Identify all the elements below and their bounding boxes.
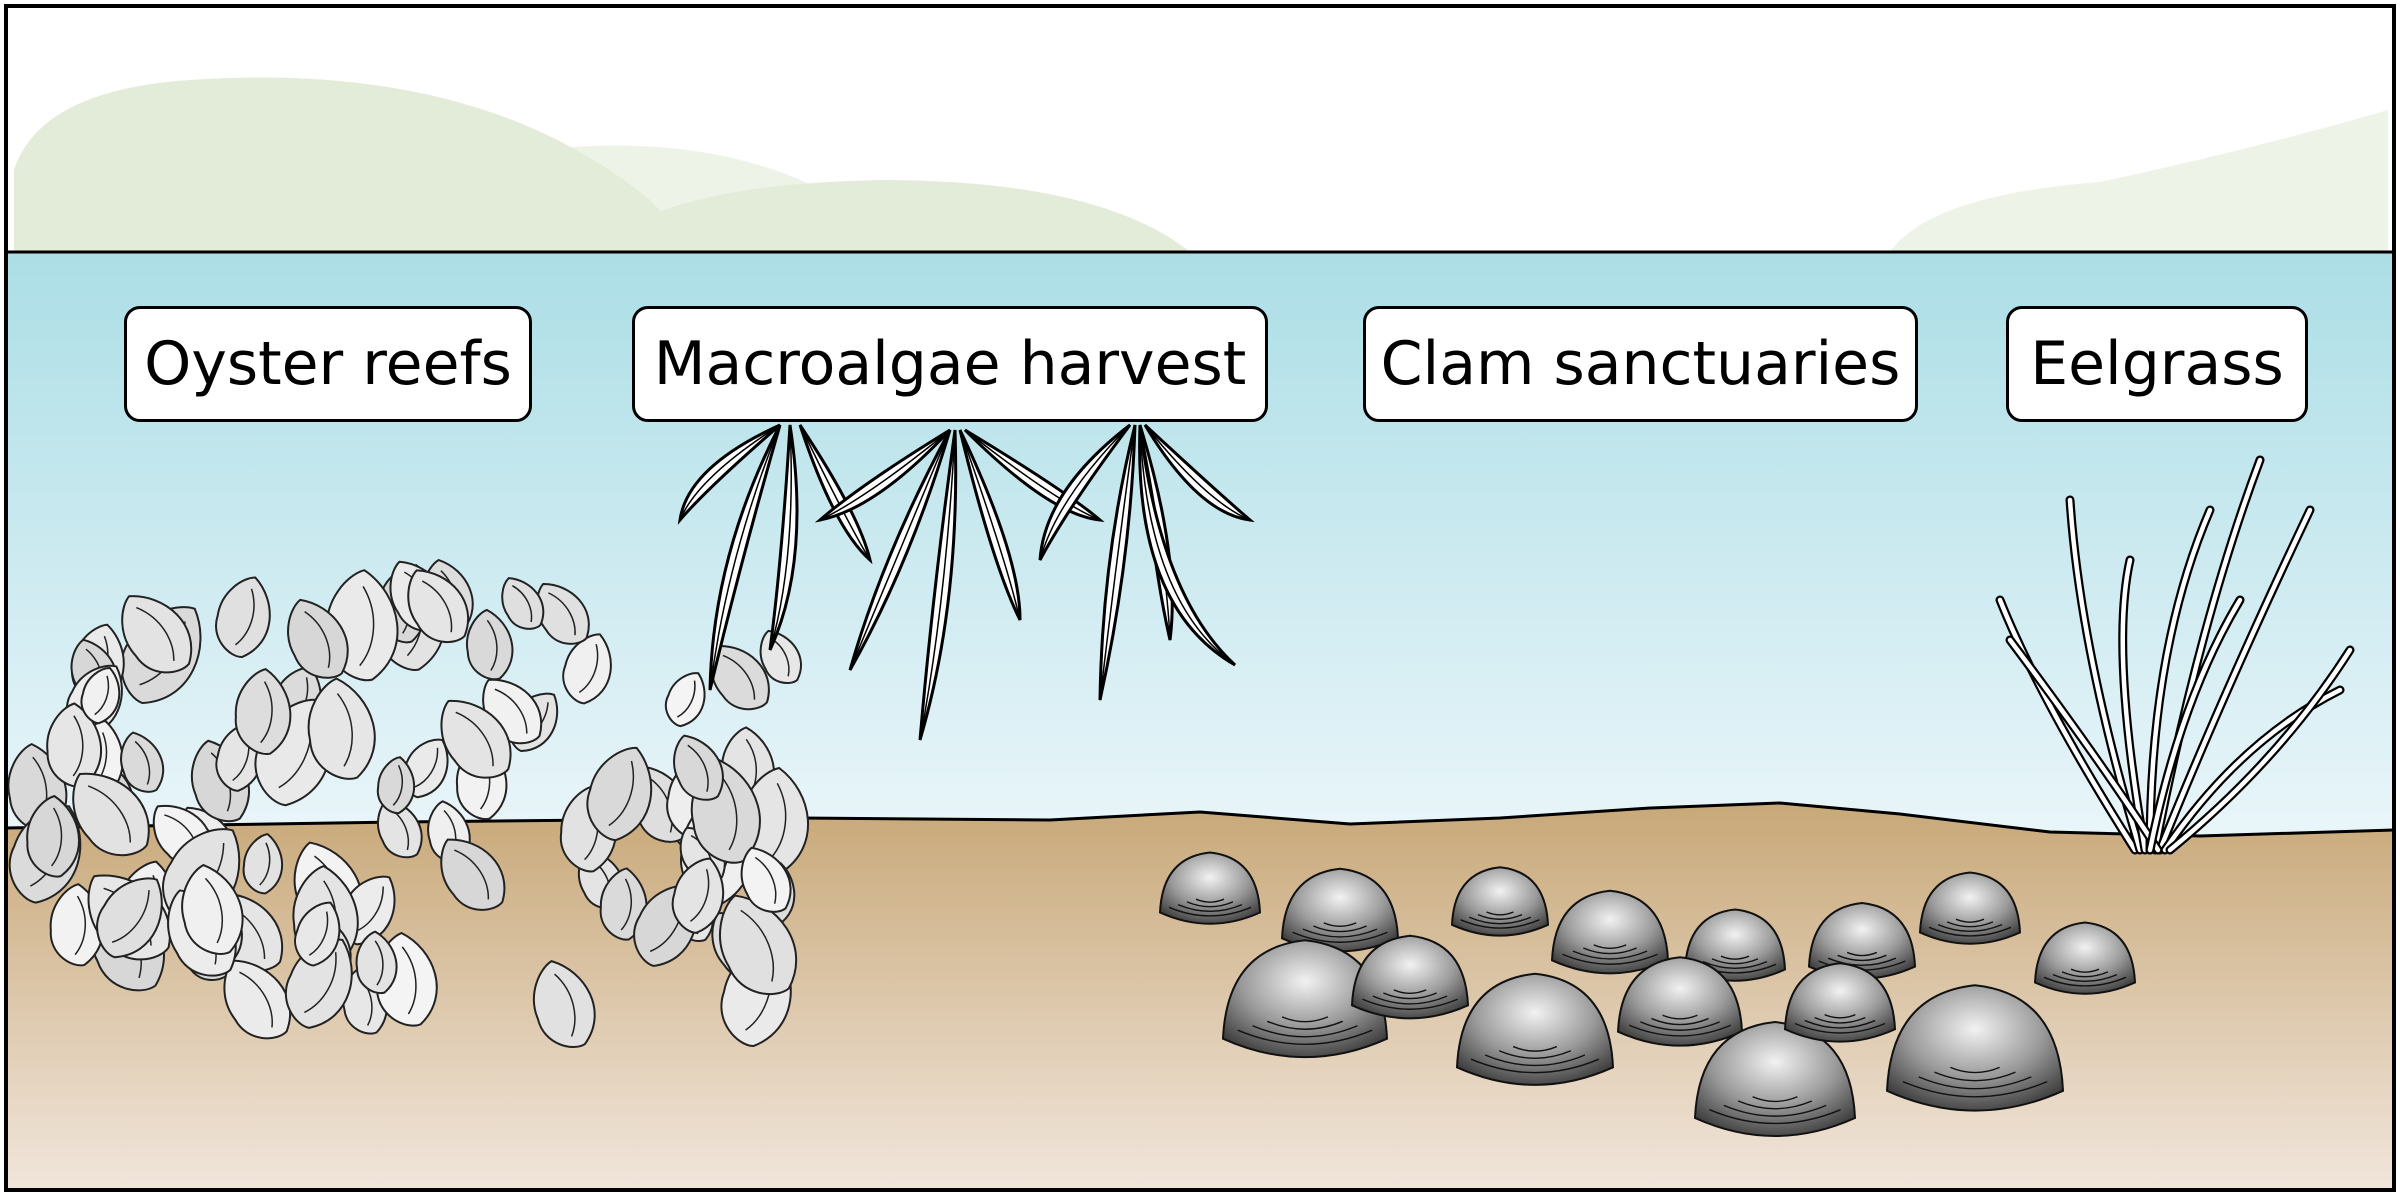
label-macroalgae-harvest: Macroalgae harvest [632,306,1268,422]
label-eelgrass: Eelgrass [2006,306,2308,422]
label-clam-sanctuaries: Clam sanctuaries [1363,306,1918,422]
label-oyster-reefs: Oyster reefs [124,306,532,422]
